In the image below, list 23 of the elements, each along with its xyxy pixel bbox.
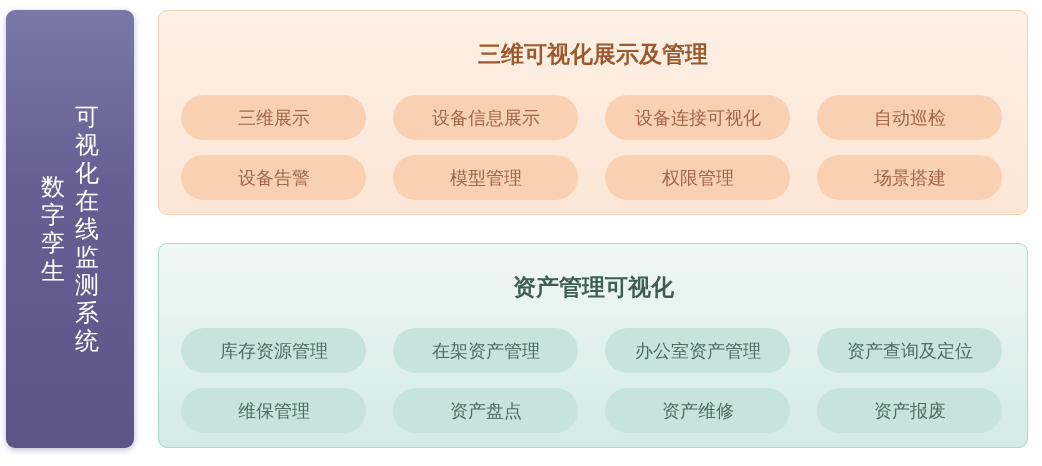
feature-tag: 权限管理	[605, 155, 790, 200]
feature-tag: 在架资产管理	[393, 328, 578, 373]
sidebar-title: 数字孪生	[40, 173, 66, 285]
feature-tag: 资产盘点	[393, 388, 578, 433]
feature-tag: 设备告警	[181, 155, 366, 200]
feature-tag: 三维展示	[181, 95, 366, 140]
module-panel	[158, 10, 1028, 215]
feature-tag: 办公室资产管理	[605, 328, 790, 373]
system-sidebar	[6, 10, 134, 448]
feature-tag: 库存资源管理	[181, 328, 366, 373]
feature-tag: 场景搭建	[817, 155, 1002, 200]
feature-tag: 自动巡检	[817, 95, 1002, 140]
feature-tag: 维保管理	[181, 388, 366, 433]
panel-title: 三维可视化展示及管理	[478, 40, 708, 69]
panel-title: 资产管理可视化	[512, 273, 674, 302]
feature-tag: 资产查询及定位	[817, 328, 1002, 373]
feature-tag: 资产维修	[605, 388, 790, 433]
feature-tag: 设备连接可视化	[605, 95, 790, 140]
module-panel	[158, 243, 1028, 448]
sidebar-title: 可视化在线监测系统	[74, 103, 100, 355]
feature-tag: 设备信息展示	[393, 95, 578, 140]
feature-tag: 资产报废	[817, 388, 1002, 433]
feature-tag: 模型管理	[393, 155, 578, 200]
